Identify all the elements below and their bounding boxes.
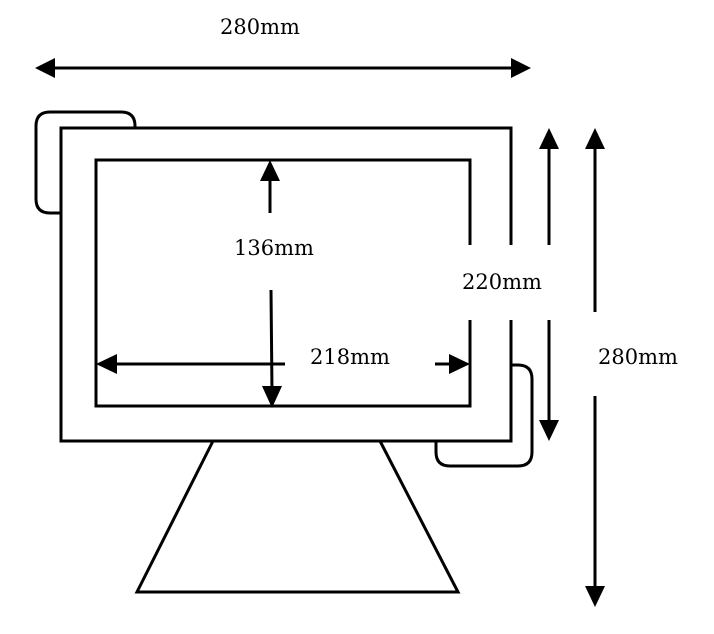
overall-width-label: 280mm (220, 15, 300, 39)
monitor-height-label: 220mm (462, 270, 542, 294)
overall-width-arrow (35, 58, 531, 78)
overall-height-label: 280mm (598, 345, 678, 369)
screen-width-label: 218mm (310, 345, 390, 369)
bottom-right-bracket (434, 363, 534, 468)
screen-width-arrow (96, 354, 470, 374)
screen-height-label: 136mm (234, 236, 314, 260)
monitor-height-arrow (539, 128, 559, 441)
monitor-outer-frame (59, 126, 513, 443)
monitor-stand (134, 440, 461, 594)
screen-height-arrow (260, 160, 282, 408)
overall-height-arrow (585, 128, 605, 607)
top-left-bracket (34, 110, 137, 215)
monitor-screen (94, 158, 472, 408)
